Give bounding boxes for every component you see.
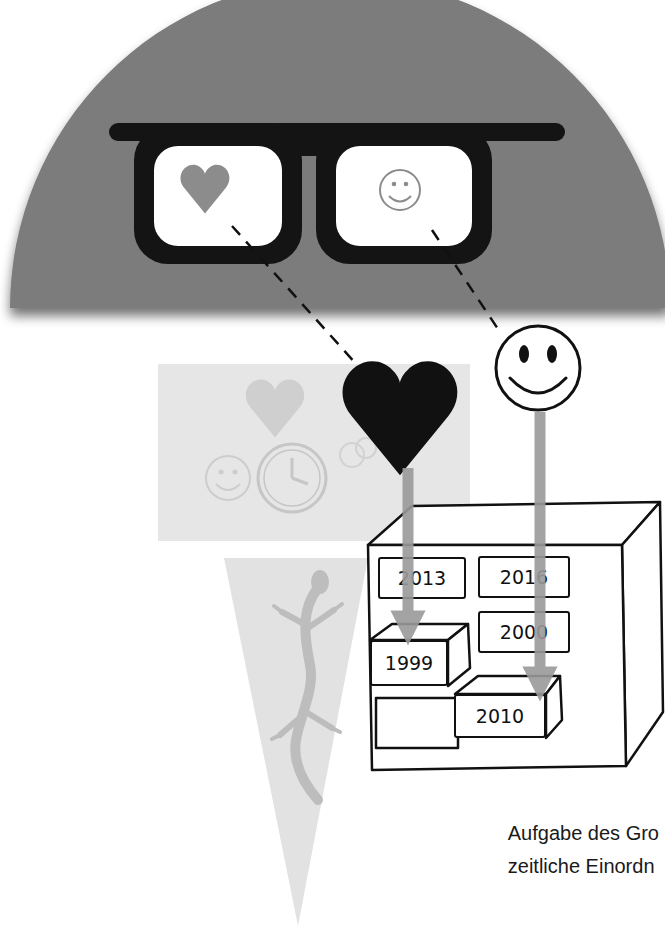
faint-smiley xyxy=(206,456,250,500)
drawer-label: 1999 xyxy=(370,640,448,686)
drawer-year: 1999 xyxy=(385,652,433,674)
drawer-label: 2000 xyxy=(478,611,570,653)
drawer-label: 2010 xyxy=(454,694,546,738)
dashed-leader xyxy=(232,226,376,386)
faint-clock xyxy=(258,444,326,512)
smiley-icon xyxy=(496,326,580,410)
assignment-arrow xyxy=(535,412,546,684)
dashed-leader xyxy=(432,230,500,332)
lens-heart xyxy=(181,165,230,214)
assignment-arrow xyxy=(403,468,414,628)
drawer-cabinet xyxy=(368,502,663,770)
caption-line: zeitliche Einordn xyxy=(508,855,655,878)
drawer-year: 2016 xyxy=(500,566,548,588)
lizard-icon xyxy=(272,588,342,800)
drawer-label: 2016 xyxy=(478,556,570,598)
cortex-half-circle xyxy=(10,0,665,308)
lens-smiley xyxy=(380,170,420,210)
caption-line: Aufgabe des Gro xyxy=(508,822,659,845)
brainstem-triangle xyxy=(224,558,368,926)
faint-heart xyxy=(246,379,304,437)
glasses xyxy=(118,126,556,264)
drawer-year: 2010 xyxy=(476,705,524,727)
faint-shape xyxy=(340,438,376,467)
drawer-year: 2013 xyxy=(398,567,446,589)
heart-icon xyxy=(343,361,458,475)
drawer-label: 2013 xyxy=(378,557,466,599)
drawer-year: 2000 xyxy=(500,621,548,643)
